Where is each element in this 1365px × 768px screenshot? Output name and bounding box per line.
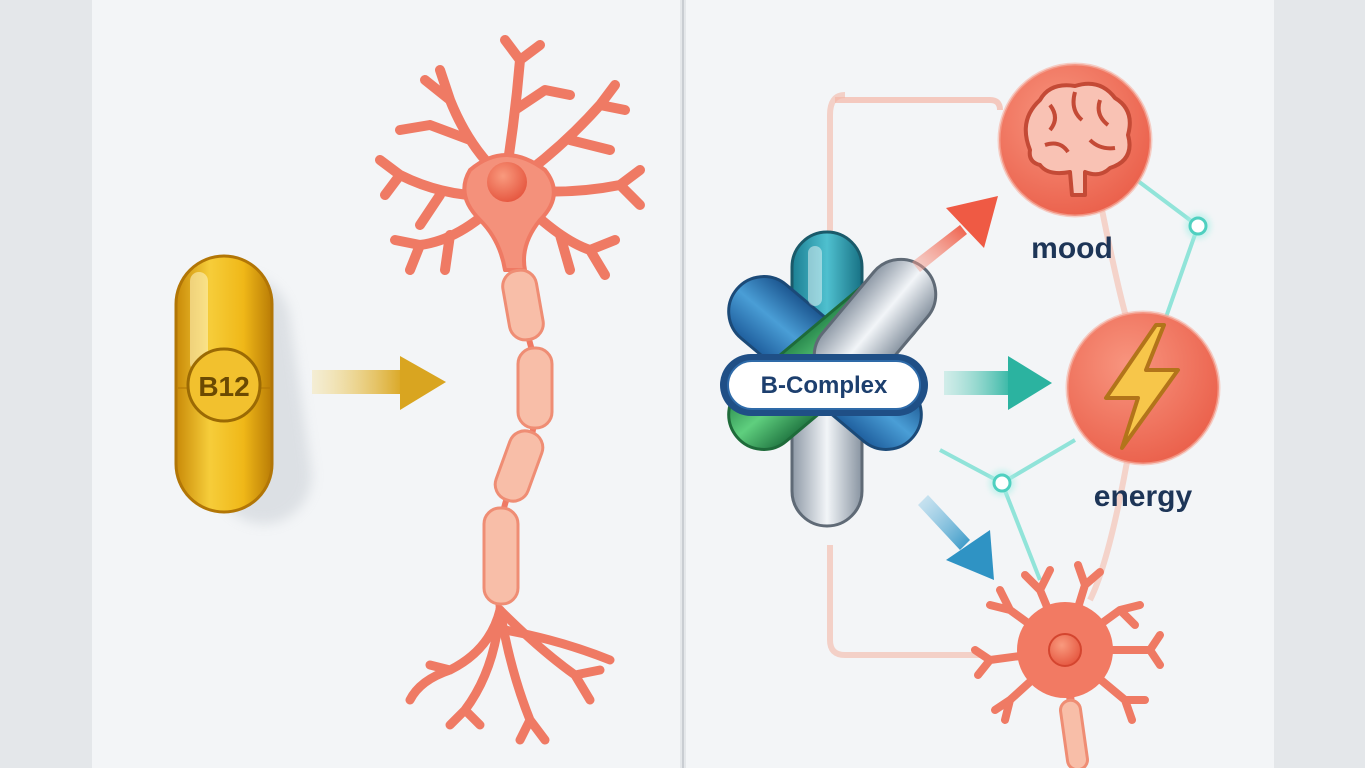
connector-top <box>835 97 1003 111</box>
neuron-nucleus <box>487 162 527 202</box>
network-nodes <box>989 213 1211 496</box>
energy-node <box>1065 310 1221 466</box>
b12-label: B12 <box>198 371 249 402</box>
b-complex-badge: B-Complex <box>720 354 928 416</box>
neuron-icon <box>971 561 1164 768</box>
lightning-bolt-icon <box>1104 323 1180 450</box>
mood-node <box>997 62 1153 218</box>
axon-terminals <box>405 605 615 745</box>
connector-left-top <box>827 92 846 300</box>
arrow-to-energy <box>944 356 1052 410</box>
connector-left-bottom <box>827 545 985 658</box>
mood-label: mood <box>1031 232 1113 265</box>
energy-label: energy <box>1094 480 1193 513</box>
arrow-to-mood <box>912 196 998 272</box>
b-complex-label: B-Complex <box>761 372 888 399</box>
axon <box>482 268 554 621</box>
brain-icon <box>1023 81 1132 197</box>
arrow-to-nerves <box>918 495 994 580</box>
b12-badge <box>186 347 262 423</box>
neuron-illustration <box>375 35 645 280</box>
b12-capsule: B12 <box>174 254 274 514</box>
arrow-to-neuron <box>312 356 446 410</box>
